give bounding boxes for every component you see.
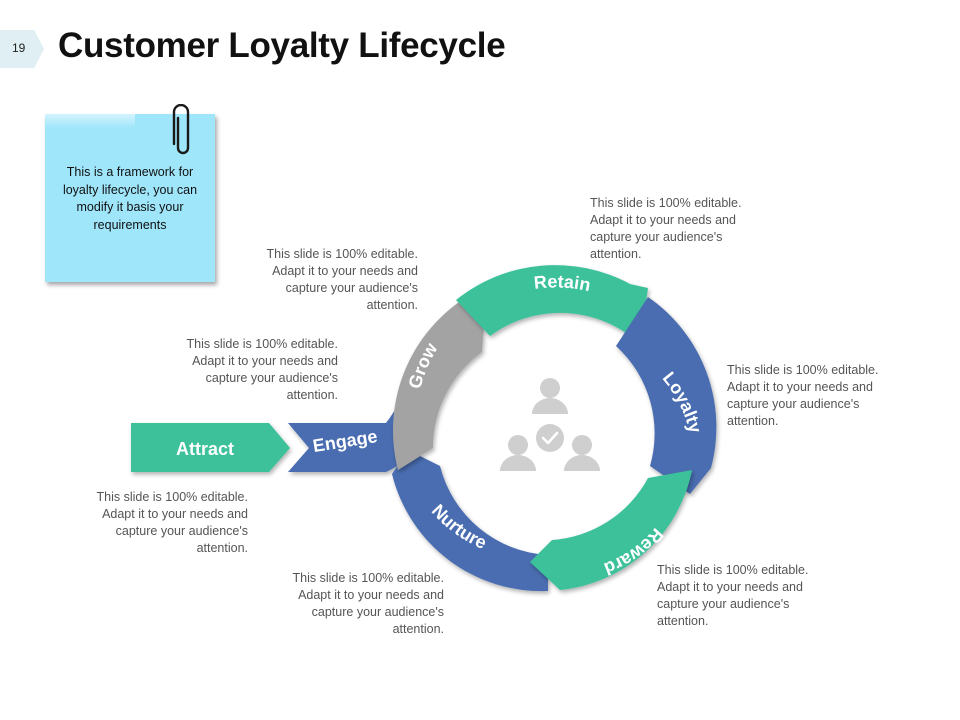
retain-description: This slide is 100% editable. Adapt it to… bbox=[590, 196, 742, 261]
grow-description: This slide is 100% editable. Adapt it to… bbox=[266, 247, 418, 312]
slide-title: Customer Loyalty Lifecycle bbox=[58, 26, 506, 65]
engage-arrow bbox=[288, 378, 410, 472]
page-number: 19 bbox=[12, 41, 26, 55]
attract-label: Attract bbox=[176, 439, 234, 459]
sticky-note bbox=[45, 114, 215, 282]
paperclip-icon bbox=[172, 104, 190, 155]
grow-arrow bbox=[392, 296, 486, 470]
attract-description: This slide is 100% editable. Adapt it to… bbox=[96, 490, 248, 555]
sticky-note-fold bbox=[45, 114, 135, 128]
reward-arrow bbox=[530, 470, 692, 590]
page-number-badge: 19 bbox=[0, 30, 44, 68]
attract-arrow bbox=[131, 423, 290, 472]
engage-description: This slide is 100% editable. Adapt it to… bbox=[186, 337, 338, 402]
retain-label: Retain bbox=[533, 271, 592, 295]
reward-description: This slide is 100% editable. Adapt it to… bbox=[657, 563, 809, 628]
loyalty-description: This slide is 100% editable. Adapt it to… bbox=[727, 363, 879, 428]
nurture-description: This slide is 100% editable. Adapt it to… bbox=[292, 571, 444, 636]
people-network-check-icon bbox=[500, 378, 600, 471]
sticky-note-text: This is a framework for loyalty lifecycl… bbox=[62, 165, 198, 232]
nurture-arrow bbox=[392, 450, 548, 592]
retain-arrow bbox=[456, 265, 648, 344]
loyalty-arrow bbox=[616, 297, 717, 494]
